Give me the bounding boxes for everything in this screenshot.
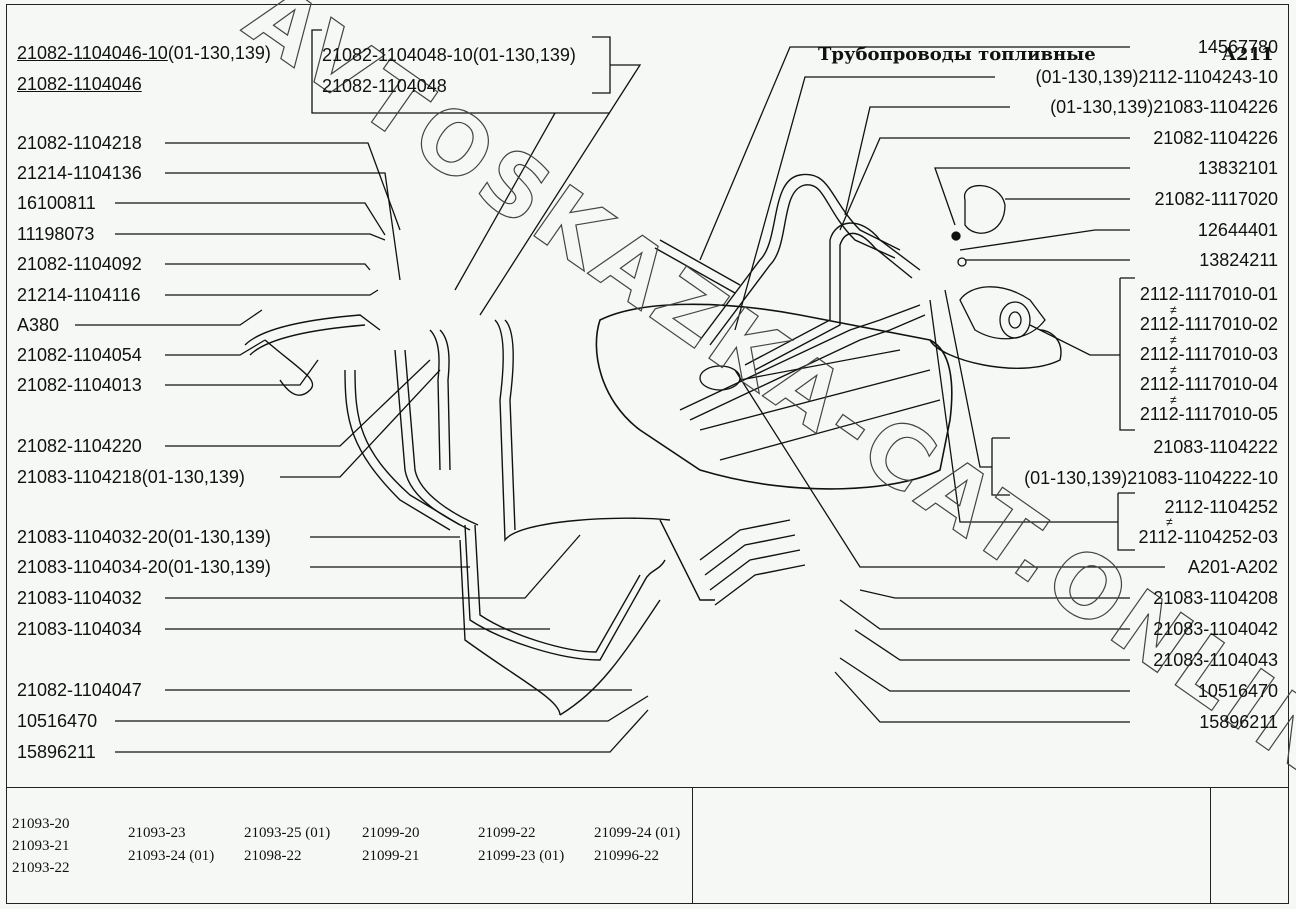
model-code: 21093-24 (01)	[128, 848, 215, 864]
part-label: 21083-1104032	[17, 588, 142, 608]
part-label: A201-A202	[1187, 557, 1278, 577]
divider	[1210, 788, 1211, 904]
part-label: 15896211	[1199, 712, 1278, 732]
diagram-title: Трубопроводы топливные	[818, 44, 1096, 65]
part-label: 21083-1104034	[17, 619, 142, 639]
part-label: 2112-1104252	[1164, 497, 1278, 517]
tank-sender	[699, 365, 741, 391]
part-label: (01-130,139)2112-1104243-10	[1035, 67, 1278, 87]
model-code: 21099-22	[478, 825, 536, 841]
leader-1104048-b	[454, 112, 556, 291]
filter-part-label: 2112-1117010-01	[1139, 284, 1278, 304]
part-label: 12644401	[1197, 220, 1278, 240]
not-equal-symbol: ≠	[1170, 363, 1177, 377]
model-code: 21093-21	[12, 838, 70, 854]
part-label: 16100811	[17, 193, 96, 213]
bracket-top-left	[311, 29, 610, 114]
part-label: 21082-1104092	[17, 254, 142, 274]
part-label: 21082-1104054	[17, 345, 142, 365]
model-code: 21093-25 (01)	[244, 825, 331, 841]
filter-part-label: 2112-1117010-02	[1139, 314, 1278, 334]
part-label: 21083-1104218(01-130,139)	[17, 467, 245, 487]
model-code: 21099-24 (01)	[594, 825, 681, 841]
part-label: 21214-1104116	[17, 285, 141, 305]
not-equal-symbol: ≠	[1170, 333, 1177, 347]
bracket-top-right	[592, 36, 611, 94]
part-label: 21083-1104042	[1153, 619, 1278, 639]
part-variant: (01-130,139)	[167, 43, 271, 63]
model-code: 21098-22	[244, 848, 302, 864]
part-label: 21083-1104208	[1153, 588, 1278, 608]
fuel-pipes	[244, 173, 1062, 716]
fuel-filter	[959, 286, 1046, 340]
part-label: 13832101	[1197, 158, 1278, 178]
not-equal-symbol: ≠	[1170, 303, 1177, 317]
part-label: 14567780	[1197, 37, 1278, 57]
model-code: 21093-20	[12, 816, 70, 832]
part-label: 21082-1104220	[17, 436, 142, 456]
part-label: 21082-1104047	[17, 680, 142, 700]
not-equal-symbol: ≠	[1166, 515, 1173, 529]
part-label: (01-130,139)21083-1104226	[1050, 97, 1278, 117]
filter-part-label: 2112-1117010-04	[1139, 374, 1278, 394]
part-label: 21083-1104222	[1153, 437, 1278, 457]
part-label: 21082-1104048-10(01-130,139)	[322, 45, 576, 65]
part-label: 10516470	[17, 711, 98, 731]
filter-clamp	[964, 184, 1006, 234]
part-label: 21082-1104046-10(01-130,139)	[17, 43, 271, 63]
part-label: 21082-1117020	[1154, 189, 1278, 209]
leader-1104048	[479, 64, 642, 316]
part-label: 21082-1104226	[1153, 128, 1278, 148]
not-equal-symbol: ≠	[1170, 393, 1177, 407]
part-label: 21083-1104032-20(01-130,139)	[17, 527, 271, 547]
model-code: 21099-20	[362, 825, 420, 841]
model-code: 210996-22	[594, 848, 659, 864]
part-label: 10516470	[1197, 681, 1278, 701]
model-code: 21093-23	[128, 825, 186, 841]
part-label: 21214-1104136	[17, 163, 142, 183]
part-label: A380	[17, 315, 60, 335]
title-block: 21093-20 21093-21 21093-22 21093-23 2109…	[6, 787, 1289, 904]
part-label: 21082-1104013	[17, 375, 142, 395]
model-code: 21099-21	[362, 848, 420, 864]
fuel-tank	[595, 303, 953, 490]
model-code: 21093-22	[12, 860, 70, 876]
part-label: 21083-1104043	[1153, 650, 1278, 670]
leader	[165, 142, 401, 231]
part-label: 21082-1104046	[17, 74, 142, 94]
part-label: 11198073	[17, 224, 95, 244]
diagram-code: A211	[1222, 44, 1274, 65]
part-label: 2112-1104252-03	[1138, 527, 1278, 547]
part-label: 21082-1104048	[322, 76, 447, 96]
divider	[692, 788, 693, 904]
model-code: 21099-23 (01)	[478, 848, 565, 864]
drawing-frame	[6, 4, 1289, 904]
part-label: 13824211	[1199, 250, 1278, 270]
part-label: 15896211	[17, 742, 96, 762]
part-label: (01-130,139)21083-1104222-10	[1024, 468, 1278, 488]
part-label: 21083-1104034-20(01-130,139)	[17, 557, 271, 577]
filter-part-label: 2112-1117010-03	[1139, 344, 1278, 364]
part-number: 21082-1104046-10	[17, 43, 168, 63]
filter-part-label: 2112-1117010-05	[1139, 404, 1278, 424]
part-label: 21082-1104218	[17, 133, 142, 153]
